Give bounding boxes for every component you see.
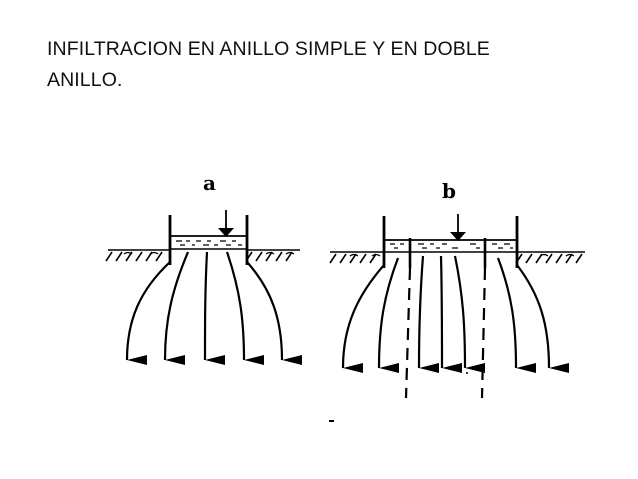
water-level-marker-b [450,214,466,241]
flow-lines-a [125,251,303,366]
water-level-marker-a [218,210,234,237]
scan-specks [329,372,468,422]
ring-walls-a [168,215,249,265]
dashed-boundaries-b [404,267,487,399]
figure-b-label: b [442,179,456,203]
water-a [171,235,246,250]
slide-title: INFILTRACION EN ANILLO SIMPLE Y EN DOBLE… [47,34,617,96]
figure-a-label: a [203,171,216,195]
figure-b-double-ring: b [329,179,585,399]
water-b [385,239,516,253]
outer-ring-walls-b [382,216,519,268]
title-line-2: ANILLO. [47,69,123,91]
ground-surface-b [329,251,585,264]
ground-surface-a [105,249,300,262]
inner-ring-walls-b [408,238,487,268]
flow-lines-b [341,255,570,374]
title-line-1: INFILTRACION EN ANILLO SIMPLE Y EN DOBLE [47,38,490,60]
figure-a-single-ring: a [105,171,303,366]
